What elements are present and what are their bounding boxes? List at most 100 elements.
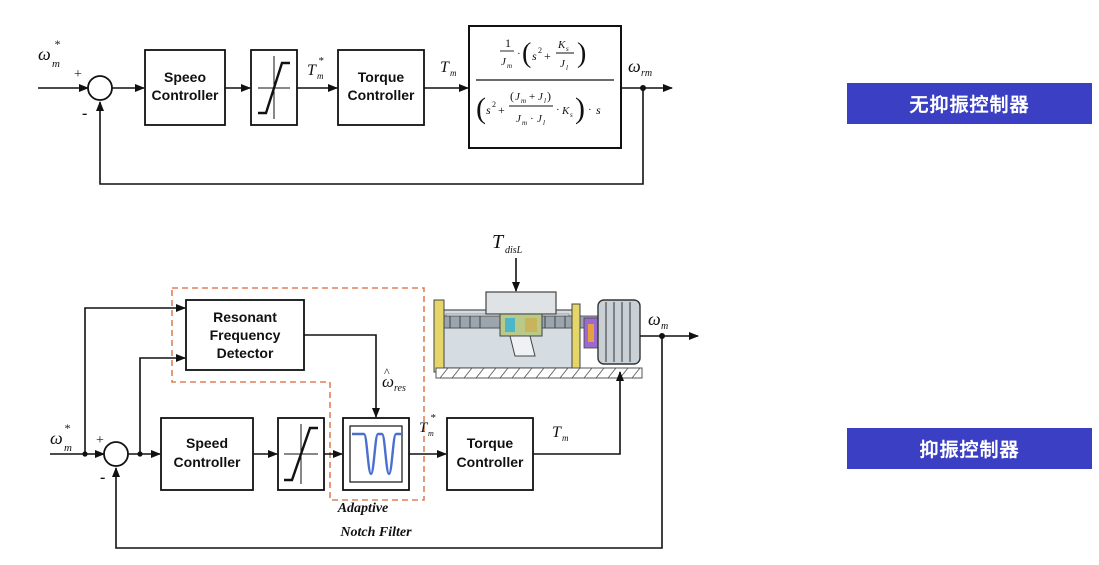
- error-to-detector-wire: [139, 354, 186, 454]
- top-feedback-wire: [96, 88, 644, 185]
- bottom-speed-controller-line2: Controller: [174, 454, 241, 470]
- svg-text:s: s: [570, 111, 573, 119]
- top-summing-junction: [87, 75, 113, 101]
- svg-text:+: +: [498, 103, 505, 117]
- svg-text:): ): [577, 38, 586, 69]
- top-diagram: ω m * + - Speeo Controller T m * Torque …: [38, 25, 673, 185]
- disturbance-symbol: T: [492, 231, 505, 253]
- bottom-torque-controller-line1: Torque: [467, 435, 514, 451]
- top-torque-controller-line1: Torque: [358, 69, 405, 85]
- svg-text:·: ·: [517, 48, 521, 60]
- block-diagrams: ω m * + - Speeo Controller T m * Torque …: [38, 25, 699, 549]
- bottom-input-sub: m: [64, 442, 72, 454]
- top-speed-controller-line1: Speeo: [164, 69, 206, 85]
- svg-text:m: m: [507, 62, 512, 70]
- detector-line3: Detector: [217, 345, 274, 361]
- svg-text:(: (: [522, 38, 531, 69]
- bottom-saturation-curve: [284, 426, 318, 482]
- omega-res-sub: res: [394, 383, 406, 394]
- mechanical-plant: [433, 291, 643, 379]
- svg-text:l: l: [544, 97, 546, 105]
- bottom-sum-plus: +: [96, 433, 104, 448]
- svg-text:J: J: [560, 58, 566, 70]
- svg-text:m: m: [522, 119, 527, 127]
- svg-text:+: +: [544, 49, 551, 63]
- svg-text:l: l: [543, 119, 545, 127]
- input-to-detector-wire: [84, 304, 186, 454]
- bottom-torque-sub: m: [562, 433, 569, 443]
- omega-res-hat: ^: [384, 365, 390, 379]
- bottom-input-symbol: ω: [50, 428, 63, 448]
- svg-text:J: J: [538, 91, 544, 103]
- bottom-torque-symbol: T: [552, 424, 562, 441]
- bottom-speed-controller-line1: Speed: [186, 435, 228, 451]
- detector-line1: Resonant: [213, 309, 277, 325]
- bottom-torque-controller: [446, 417, 534, 491]
- top-torque-ref-sub: m: [317, 71, 324, 81]
- svg-text:K: K: [557, 39, 566, 51]
- svg-text:(: (: [476, 92, 486, 125]
- svg-text:2: 2: [492, 100, 496, 109]
- top-output-sub: rm: [641, 68, 652, 79]
- bottom-torque-ref-sub: m: [428, 429, 434, 438]
- resonant-frequency-detector: [185, 299, 305, 371]
- bottom-summing-junction: [103, 441, 129, 467]
- top-torque-controller: [337, 49, 425, 126]
- bottom-sum-minus: -: [100, 469, 105, 486]
- svg-text:J: J: [516, 113, 522, 125]
- top-input-sup: *: [54, 37, 60, 51]
- svg-text:s: s: [486, 103, 491, 117]
- bottom-output-sub: m: [661, 321, 668, 332]
- notch-label-line2: Notch Filter: [339, 525, 412, 540]
- bottom-input-sup: *: [64, 421, 70, 435]
- detector-line2: Frequency: [210, 327, 281, 343]
- bottom-output-symbol: ω: [648, 309, 661, 329]
- bottom-torque-ref-symbol: T: [419, 420, 429, 436]
- svg-text:s: s: [596, 103, 601, 117]
- no-suppression-label: 无抑振控制器: [847, 83, 1092, 124]
- svg-text:·: ·: [530, 113, 534, 125]
- top-plant-formula: 1 J m · ( s 2 + K s J l ) ( s 2 + ( J m …: [476, 36, 614, 127]
- svg-text:s: s: [532, 49, 537, 63]
- svg-text:1: 1: [505, 36, 511, 50]
- svg-text:): ): [547, 89, 551, 103]
- svg-text:J: J: [515, 91, 521, 103]
- omega-res-symbol: ω: [382, 372, 394, 391]
- bottom-torque-ref-sup: *: [430, 412, 436, 424]
- top-torque-ref-sup: *: [318, 55, 324, 67]
- svg-text:K: K: [561, 105, 570, 117]
- top-torque-ref-symbol: T: [307, 62, 317, 79]
- top-sum-minus: -: [82, 105, 87, 122]
- svg-text:·: ·: [556, 104, 560, 116]
- notch-label-line1: Adaptive: [337, 501, 389, 516]
- svg-text:+: +: [529, 91, 535, 103]
- svg-text:J: J: [537, 113, 543, 125]
- top-plant-block: [468, 25, 622, 149]
- top-sum-plus: +: [74, 67, 82, 82]
- svg-text:s: s: [566, 45, 569, 53]
- torque-to-motor-wire: [533, 371, 624, 455]
- svg-text:·: ·: [588, 104, 592, 116]
- top-input-symbol: ω: [38, 44, 51, 64]
- svg-text:): ): [575, 92, 585, 125]
- bottom-torque-controller-line2: Controller: [457, 454, 524, 470]
- top-speed-controller-line2: Controller: [152, 87, 219, 103]
- notch-curve: [352, 432, 401, 476]
- svg-text:J: J: [501, 56, 507, 68]
- top-saturation-curve: [258, 61, 290, 115]
- svg-text:m: m: [521, 97, 526, 105]
- detector-to-notch-wire: [304, 334, 380, 418]
- top-torque-sub: m: [450, 68, 457, 78]
- bottom-diagram: T disL: [50, 231, 699, 549]
- top-torque-controller-line2: Controller: [348, 87, 415, 103]
- svg-text:l: l: [566, 64, 568, 72]
- suppression-label: 抑振控制器: [847, 428, 1092, 469]
- svg-text:2: 2: [538, 46, 542, 55]
- svg-text:(: (: [510, 89, 514, 103]
- disturbance-sub: disL: [505, 245, 523, 256]
- top-torque-symbol: T: [440, 59, 450, 76]
- adaptive-region-outline: [171, 287, 425, 501]
- top-input-sub: m: [52, 58, 60, 70]
- bottom-feedback-wire: [112, 336, 663, 549]
- top-output-symbol: ω: [628, 56, 641, 76]
